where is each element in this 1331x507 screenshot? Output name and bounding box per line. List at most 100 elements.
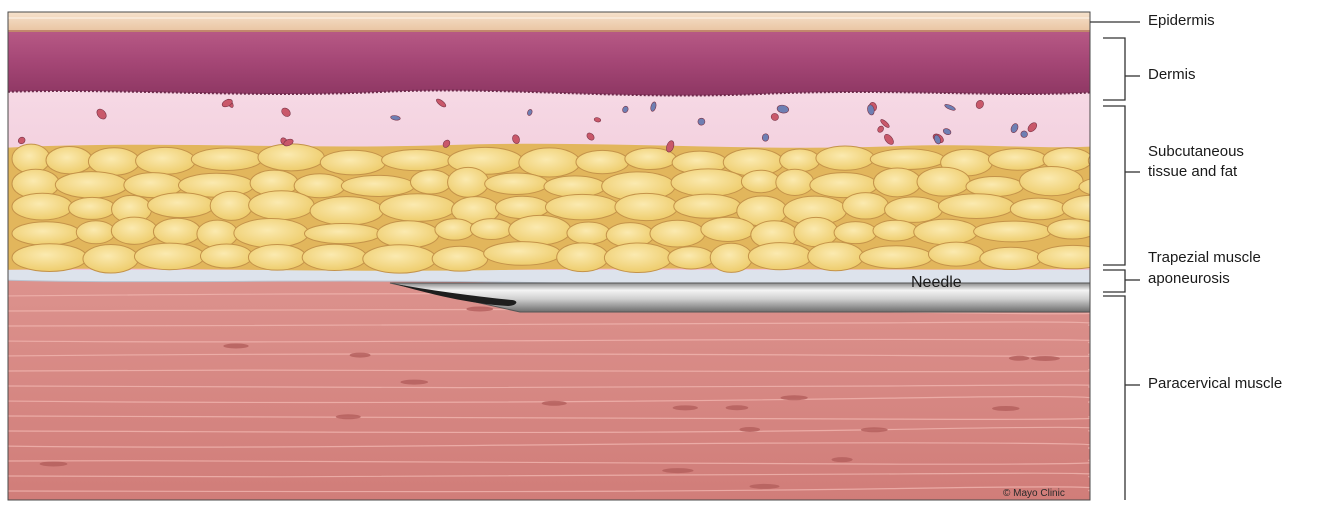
muscle-nucleus — [1031, 356, 1060, 361]
fat-cell — [470, 219, 512, 240]
fat-cell — [12, 144, 50, 173]
muscle-nucleus — [673, 405, 698, 410]
fat-cell — [12, 244, 87, 272]
fat-cell — [938, 194, 1014, 219]
fat-cell — [519, 148, 580, 177]
fat-cell — [153, 218, 200, 245]
fat-cell — [248, 244, 306, 270]
fat-cell — [484, 242, 561, 266]
fat-cell — [197, 220, 238, 248]
fat-cell — [741, 170, 779, 192]
fat-cell — [615, 193, 678, 220]
fat-cell — [210, 191, 252, 220]
muscle-nucleus — [223, 343, 248, 348]
muscle-nucleus — [739, 427, 760, 432]
fat-cell — [134, 243, 204, 270]
fat-cell — [885, 197, 943, 223]
muscle-nucleus — [780, 395, 807, 400]
muscle-nucleus — [40, 461, 68, 466]
muscle-nucleus — [726, 405, 749, 410]
fat-cell — [485, 173, 548, 194]
fat-cell — [545, 194, 618, 220]
fat-cell — [258, 144, 324, 171]
paracervical-muscle-layer — [0, 280, 1100, 507]
muscle-nucleus — [350, 353, 371, 358]
fat-cell — [12, 222, 80, 246]
fat-cell — [843, 193, 889, 219]
fat-cell — [980, 247, 1042, 269]
dermis-layer — [0, 30, 1100, 96]
fat-cell — [870, 149, 944, 170]
fat-cell — [304, 223, 380, 243]
fat-cell — [873, 220, 918, 241]
muscle-nucleus — [336, 414, 361, 419]
fat-cell — [55, 172, 128, 198]
fat-cell — [917, 167, 970, 196]
fat-cell — [83, 244, 138, 273]
fat-cell — [701, 217, 755, 241]
fat-cell — [435, 219, 474, 240]
fat-cell — [136, 147, 196, 174]
vein-section — [1021, 131, 1028, 138]
label-brackets — [1090, 22, 1140, 500]
fat-cell — [974, 221, 1052, 242]
fat-cell — [234, 219, 309, 248]
muscle-nucleus — [1009, 356, 1029, 361]
fat-cell — [1010, 198, 1066, 220]
fat-cell — [816, 146, 874, 170]
fat-cell — [780, 149, 820, 172]
fat-cell — [310, 197, 383, 226]
label-aponeurosis-line1: Trapezial muscle — [1148, 248, 1261, 268]
muscle-nucleus — [466, 306, 493, 311]
fat-cell — [808, 242, 864, 271]
fat-cell — [1088, 148, 1139, 173]
fat-cell — [46, 147, 92, 174]
fat-cell — [710, 243, 752, 272]
fat-cell — [111, 217, 157, 244]
muscle-nucleus — [992, 406, 1019, 411]
muscle-nucleus — [662, 468, 693, 473]
fat-cell — [544, 176, 606, 197]
fat-cell — [200, 244, 252, 268]
fat-cell — [148, 193, 215, 218]
fat-cell — [860, 246, 933, 269]
fat-cell — [604, 243, 672, 273]
label-dermis: Dermis — [1148, 65, 1196, 85]
fat-cell — [448, 167, 489, 197]
fat-cell — [363, 245, 436, 273]
fat-cell — [914, 219, 978, 245]
fat-cell — [776, 169, 814, 195]
fat-cell — [928, 242, 983, 266]
muscle-nucleus — [542, 401, 567, 406]
fat-cell — [671, 169, 745, 197]
fat-cell — [668, 247, 714, 269]
fat-cell — [1062, 195, 1121, 221]
fat-cell — [509, 215, 571, 244]
fat-cell — [557, 243, 609, 272]
label-aponeurosis-line2: aponeurosis — [1148, 269, 1230, 289]
muscle-nucleus — [861, 427, 888, 432]
fat-cell — [320, 150, 385, 175]
fat-cell — [302, 244, 367, 270]
fat-cell — [377, 221, 439, 248]
muscle-nucleus — [832, 457, 853, 462]
fat-cell — [1020, 167, 1083, 196]
fat-cell — [12, 193, 73, 220]
fat-cell — [410, 170, 451, 194]
fat-cell — [69, 197, 116, 219]
label-needle: Needle — [911, 274, 962, 292]
label-subcutaneous-line1: Subcutaneous — [1148, 142, 1244, 162]
label-epidermis: Epidermis — [1148, 11, 1215, 31]
label-paracervical-muscle: Paracervical muscle — [1148, 374, 1282, 394]
fat-cell — [650, 220, 705, 247]
fat-cell — [379, 194, 455, 222]
muscle-nucleus — [400, 380, 428, 385]
fat-cell — [382, 149, 452, 170]
fat-cell — [88, 148, 139, 176]
copyright-credit: © Mayo Clinic — [1003, 488, 1065, 499]
fat-cell — [674, 194, 741, 218]
fat-cell — [341, 175, 414, 196]
fat-cell — [1094, 220, 1149, 241]
fat-cell — [748, 243, 811, 270]
